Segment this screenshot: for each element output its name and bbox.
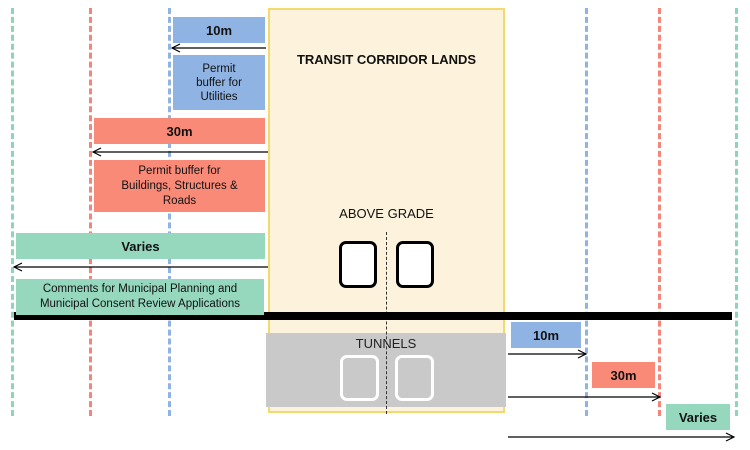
corridor-centerline [386, 232, 387, 414]
ground-level-line [14, 312, 732, 320]
varies-caption: Comments for Municipal Planning and Muni… [16, 279, 264, 315]
varies-label-left: Varies [16, 233, 265, 259]
utilities-distance-label-right: 10m [511, 322, 581, 348]
utilities-boundary-right [585, 8, 588, 416]
buildings-boundary-left [89, 8, 92, 416]
corridor-title: TRANSIT CORRIDOR LANDS [296, 52, 477, 67]
utilities-boundary-left [168, 8, 171, 416]
buildings-distance-label-left: 30m [94, 118, 265, 144]
tunnel-car-right [395, 355, 434, 401]
above-grade-car-left [339, 241, 377, 288]
utilities-distance-label-left: 10m [173, 17, 265, 43]
buildings-boundary-right [658, 8, 661, 416]
varies-boundary-left [11, 8, 14, 416]
varies-boundary-right [735, 8, 738, 416]
varies-label-right: Varies [666, 404, 730, 430]
buildings-distance-label-right: 30m [592, 362, 655, 388]
above-grade-label: ABOVE GRADE [339, 206, 434, 221]
utilities-buffer-caption: Permit buffer for Utilities [173, 55, 265, 110]
buildings-buffer-caption: Permit buffer for Buildings, Structures … [94, 160, 265, 212]
above-grade-car-right [396, 241, 434, 288]
tunnel-car-left [340, 355, 379, 401]
